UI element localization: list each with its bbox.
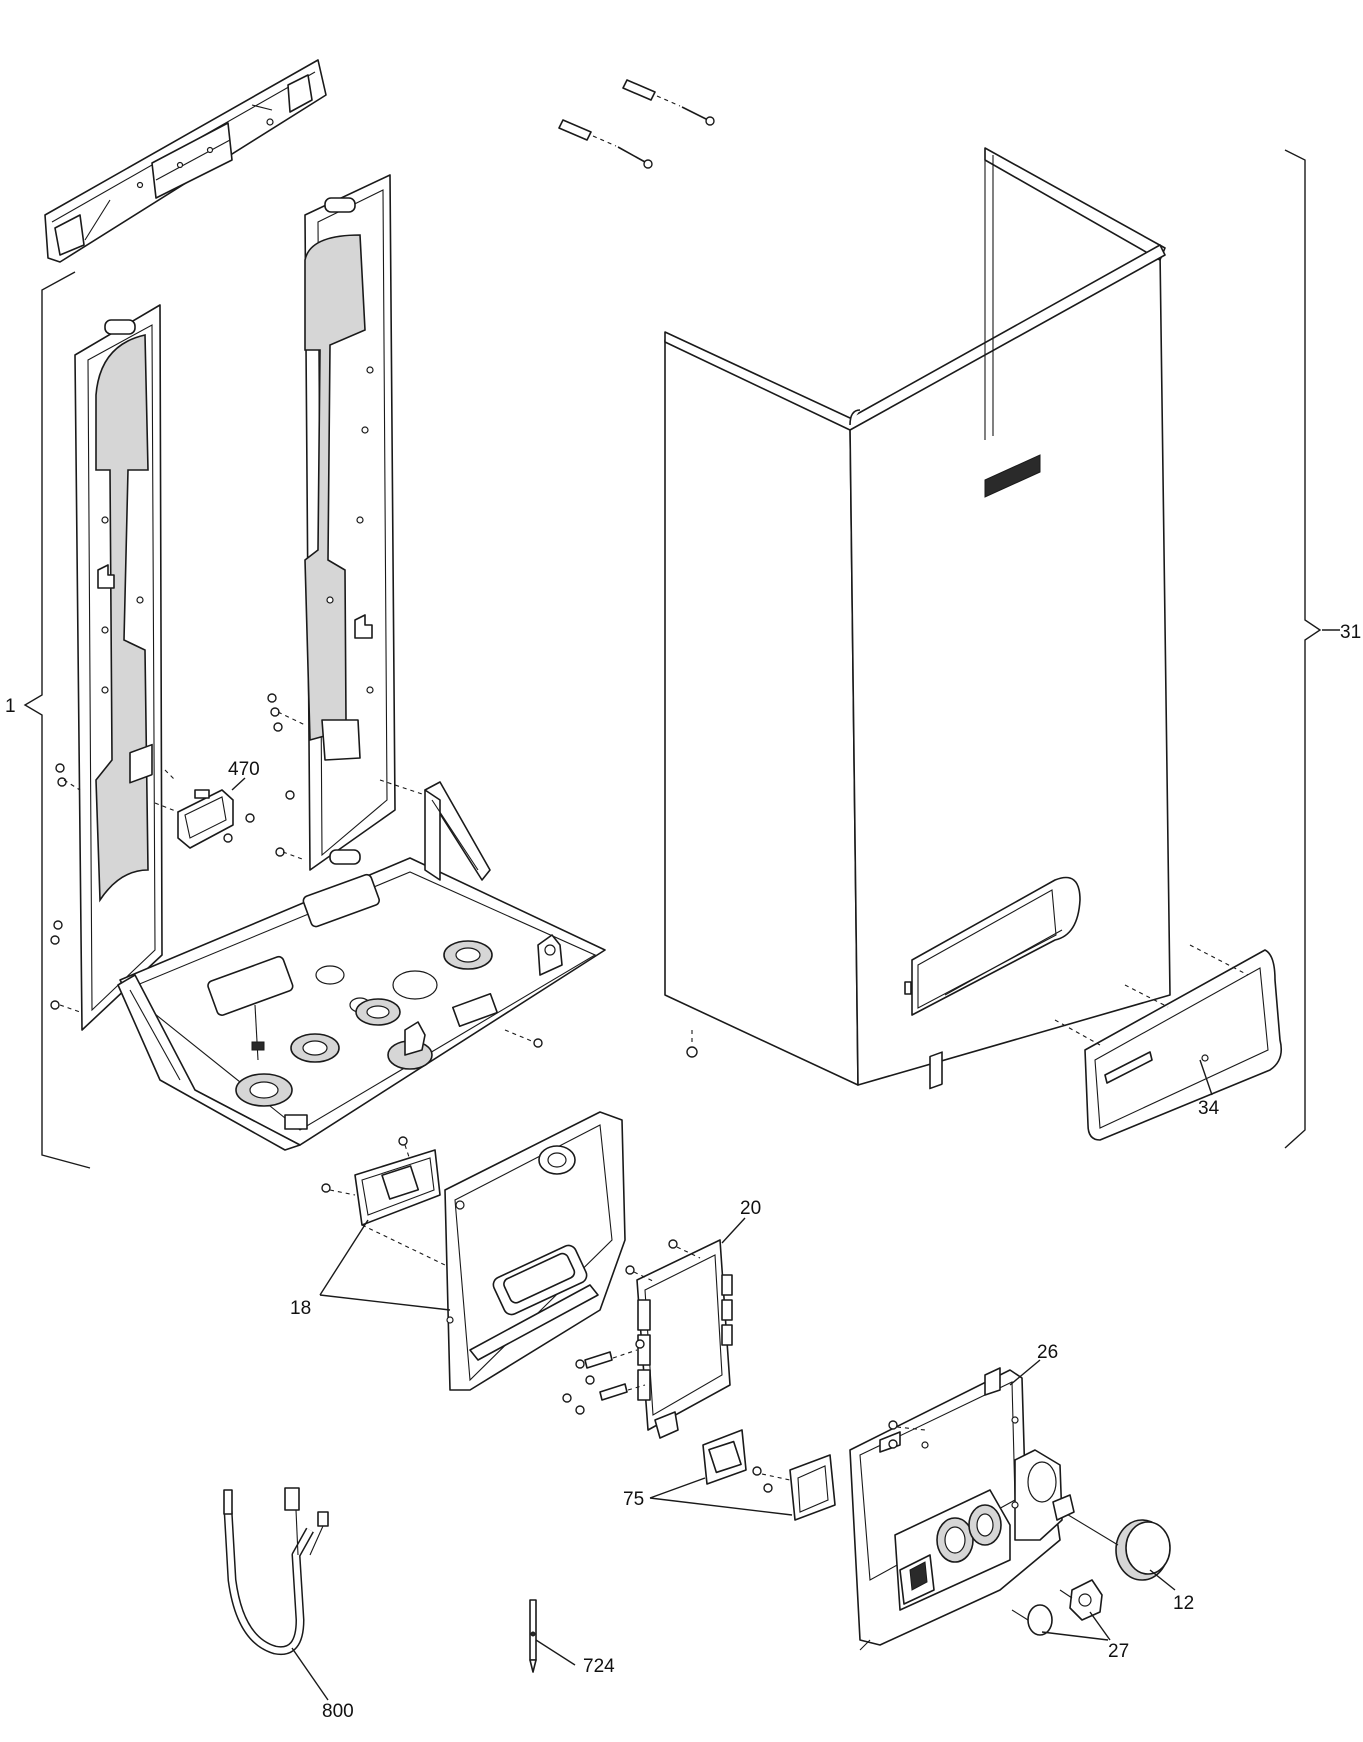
callout-27: 27: [1108, 1641, 1129, 1662]
pcb-20: [625, 1239, 733, 1439]
control-box-26: [849, 1051, 1063, 1651]
wall-plugs-and-screws: [558, 79, 715, 169]
part-800-wiring-harness: [223, 1487, 329, 1656]
part-470-switch: [129, 743, 255, 849]
callout-31: 31: [1340, 622, 1361, 643]
part-27-knob: [1011, 1579, 1103, 1636]
callout-724: 724: [583, 1656, 615, 1677]
callout-labels: 1 470 31 34 20 18 26 75 12 27 800 724: [5, 622, 1361, 1722]
callout-1: 1: [5, 696, 16, 717]
leader-lines: [231, 629, 1340, 1701]
callout-75: 75: [623, 1489, 644, 1510]
wall-bracket: [44, 59, 327, 263]
part-12-knob: [1052, 1494, 1171, 1581]
callout-800: 800: [322, 1701, 354, 1722]
callout-34: 34: [1198, 1098, 1220, 1119]
part-75-components: [702, 1429, 836, 1521]
control-panel-frame: [321, 1111, 626, 1391]
chassis-screws: [50, 693, 543, 1048]
lower-cover-34: [1054, 944, 1283, 1141]
brace-item-31: [1284, 149, 1322, 1149]
pcb-fixings: [562, 1349, 646, 1415]
callout-12: 12: [1173, 1593, 1194, 1614]
front-casing: [664, 147, 1171, 1086]
part-724-tool: [529, 1599, 537, 1673]
callout-470: 470: [228, 759, 260, 780]
callout-18: 18: [290, 1298, 311, 1319]
callout-26: 26: [1037, 1342, 1058, 1363]
callout-20: 20: [740, 1198, 761, 1219]
chassis-frame: [74, 174, 606, 1151]
brace-item-1: [23, 271, 91, 1169]
